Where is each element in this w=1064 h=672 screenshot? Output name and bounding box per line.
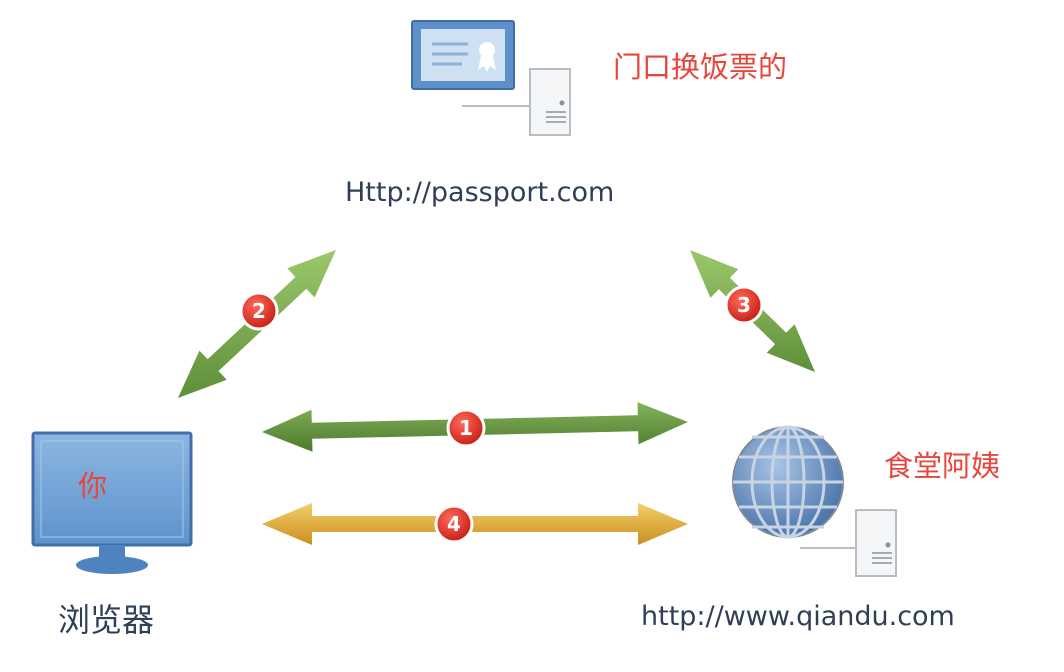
step-badge-2: 2 [239,291,279,331]
step-number: 1 [459,416,473,440]
step-badge-4: 4 [434,504,474,544]
step-badge-1: 1 [446,408,486,448]
browser-caption: 浏览器 [58,601,155,639]
browser-screen-text: 你 [78,469,108,503]
site-server-icon [800,509,897,577]
passport-server-icon [411,20,571,136]
passport-url: Http://passport.com [345,177,615,208]
site-note: 食堂阿姨 [884,449,1001,483]
site-url: http://www.qiandu.com [641,601,955,632]
arrow-browser-site-4 [262,503,688,545]
passport-note: 门口换饭票的 [613,50,788,84]
globe-icon [732,425,844,539]
browser-monitor-icon [31,431,193,574]
step-number: 2 [252,299,266,323]
step-number: 4 [447,512,461,536]
step-badge-3: 3 [724,285,764,325]
step-number: 3 [737,293,751,317]
